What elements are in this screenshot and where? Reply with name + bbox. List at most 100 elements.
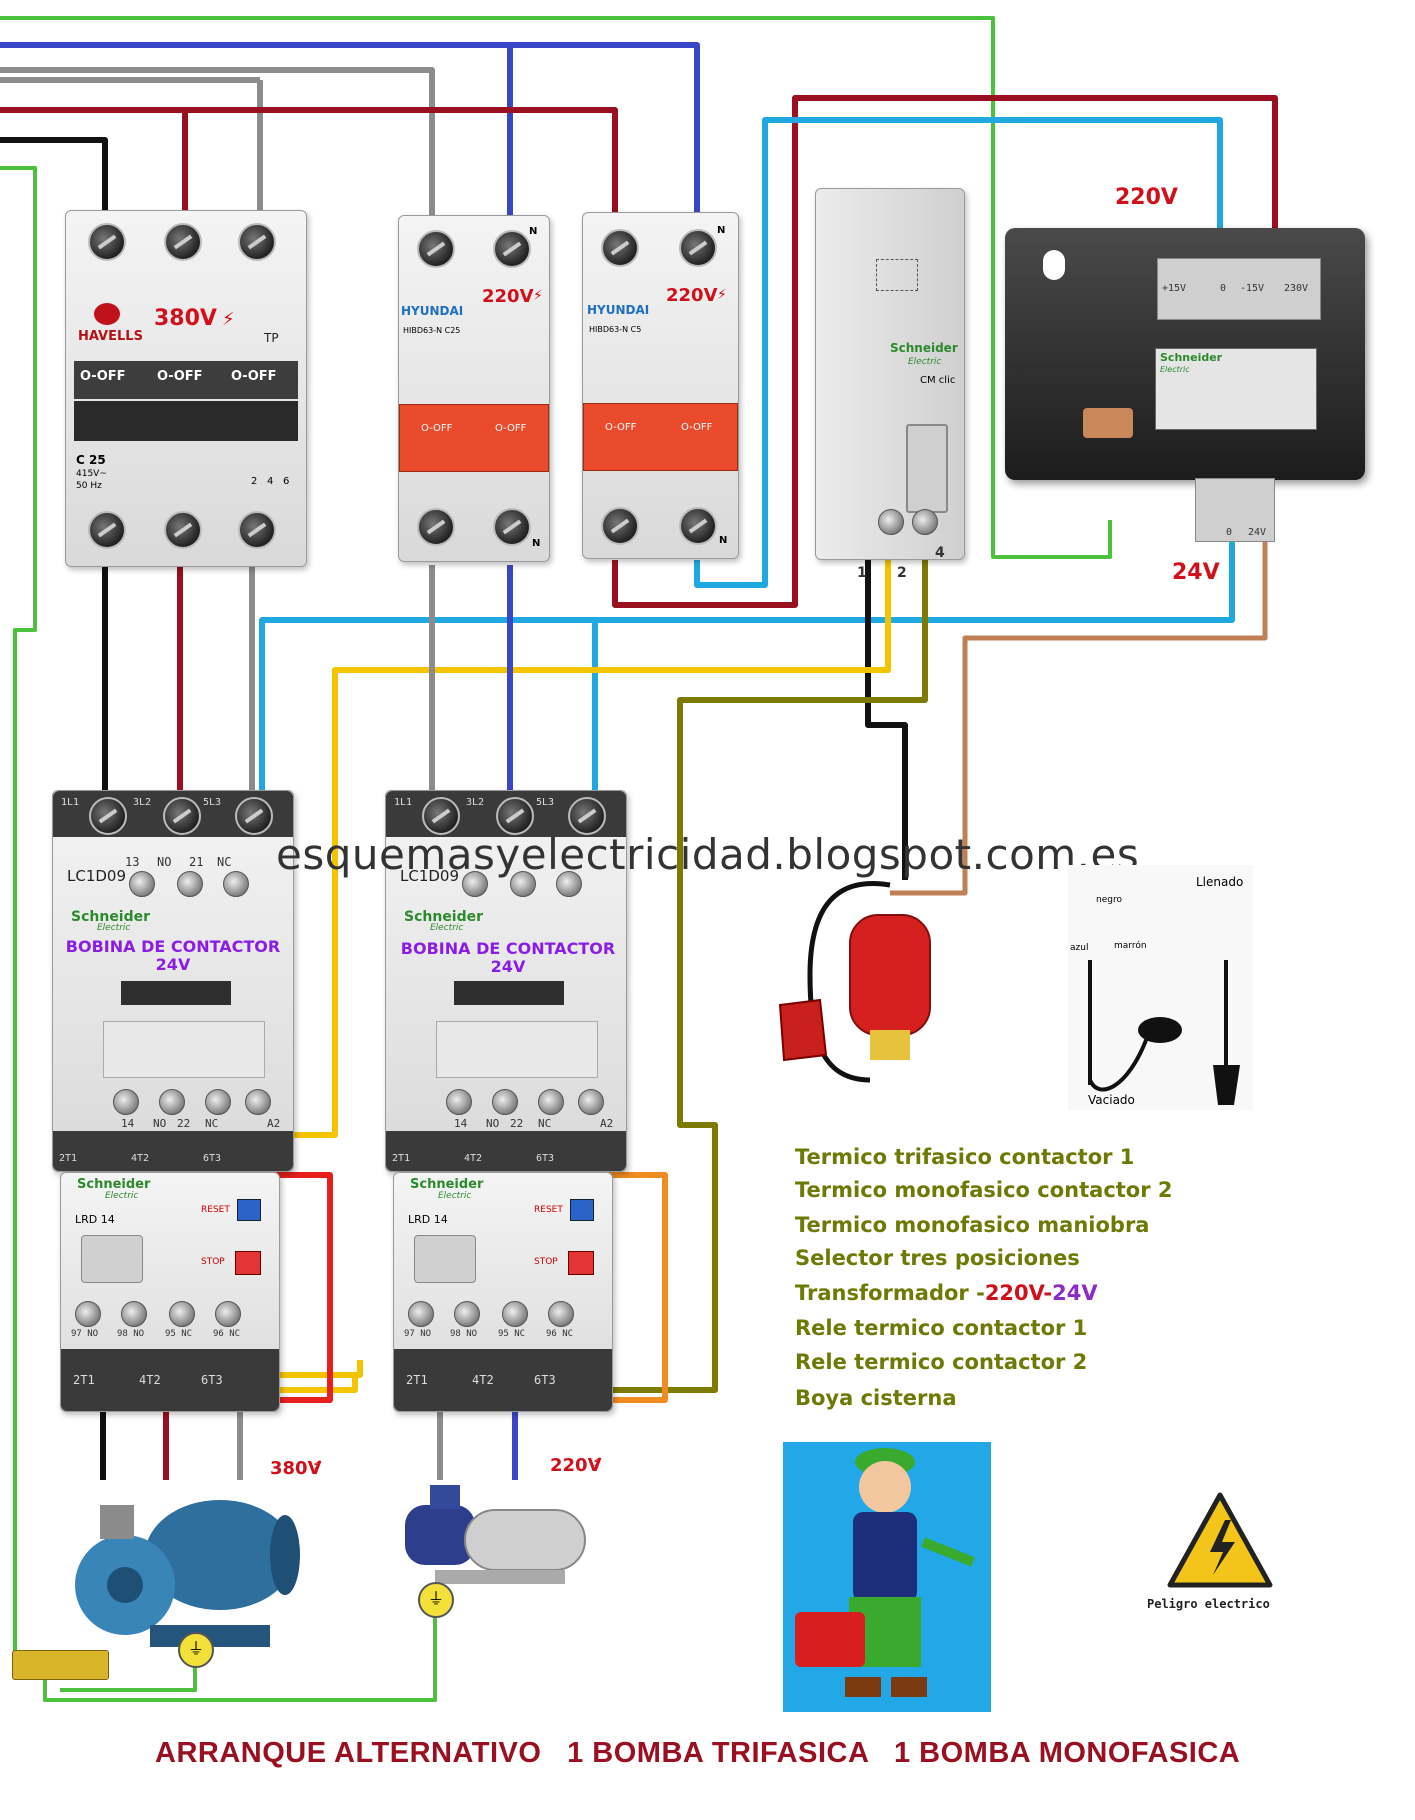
selector-terminal-1: 1: [857, 565, 867, 581]
switch-handle[interactable]: [74, 401, 298, 441]
terminal-screw: [422, 797, 460, 835]
breaker-voltage: 380V: [154, 306, 217, 331]
wire-black-float: [865, 555, 908, 880]
watermark-url: esquemasyelectricidad.blogspot.com.es: [276, 830, 1140, 879]
lightning-icon: ⚡: [533, 288, 543, 304]
legend-item-2: Termico monofasico contactor 2: [795, 1178, 1173, 1202]
pole-number: 2: [251, 476, 258, 487]
aux-label: 22: [510, 1117, 524, 1130]
selector-knob[interactable]: [906, 424, 948, 513]
wire-ground-top: [0, 16, 1112, 559]
legend-item-5: Transformador -220V-24V: [795, 1281, 1098, 1305]
adjust-dial[interactable]: [414, 1235, 476, 1283]
contact-label: 98 NO: [117, 1329, 145, 1339]
terminal-screw: [164, 511, 202, 549]
terminal-label: 2T1: [59, 1153, 78, 1164]
terminal-screw: [75, 1301, 101, 1327]
stop-label: STOP: [534, 1257, 558, 1267]
mount-hole: [1043, 250, 1065, 280]
switch-label: O-OFF: [681, 422, 713, 433]
neutral-mark: N: [719, 535, 728, 546]
neutral-mark: N: [532, 538, 541, 549]
thermal-relay-1: Schneider Electric LRD 14 RESET STOP 97 …: [60, 1172, 280, 1412]
stop-button[interactable]: [235, 1251, 261, 1275]
legend-item-8: Boya cisterna: [795, 1386, 957, 1410]
terminal-screw: [679, 229, 717, 267]
aux-label: NO: [157, 855, 172, 869]
relay-brand: Schneider: [77, 1177, 151, 1192]
terminal-label: 5L3: [203, 797, 222, 808]
breaker-voltage: 220V: [482, 286, 534, 307]
reset-button[interactable]: [570, 1199, 594, 1221]
ground-symbol-icon: ⏚: [178, 1632, 214, 1668]
float-switch-icon: [778, 881, 931, 1083]
wire-cyan-control: [694, 117, 1223, 588]
terminal-label: 4T2: [139, 1373, 161, 1387]
ground-terminal: [1083, 408, 1133, 438]
lightning-icon: ⚡: [312, 1458, 322, 1474]
terminal-label: 1L1: [394, 797, 413, 808]
breaker-brand: HAVELLS: [78, 329, 143, 344]
aux-label: NO: [153, 1117, 167, 1130]
wire-label: negro: [1096, 895, 1122, 905]
motor1-voltage: 380V: [270, 1458, 322, 1479]
contactor-model: LC1D09: [67, 867, 127, 885]
switch-handle[interactable]: [399, 404, 549, 472]
contactor-2: 1L1 3L2 5L3 LC1D09 Schneider Electric 14…: [385, 790, 627, 1172]
aux-label: 14: [121, 1117, 135, 1130]
terminal-screw: [159, 1089, 185, 1115]
wire-brown-float: [890, 540, 1268, 896]
out-terminal-strip: [61, 1349, 279, 1411]
terminal-screw: [417, 508, 455, 546]
terminal-screw: [538, 1089, 564, 1115]
contactor-window: [121, 981, 231, 1005]
pole-number: 6: [283, 476, 290, 487]
terminal-label: 3L2: [466, 797, 485, 808]
reset-button[interactable]: [237, 1199, 261, 1221]
selector-brand: Schneider: [890, 341, 958, 355]
stop-button[interactable]: [568, 1251, 594, 1275]
terminal-screw: [548, 1301, 574, 1327]
terminal-label: 4T2: [472, 1373, 494, 1387]
selector-switch[interactable]: Schneider Electric CM clic: [815, 188, 965, 560]
danger-warning-icon: [1167, 1492, 1273, 1588]
terminal-label: 2T1: [73, 1373, 95, 1387]
contactor-window: [454, 981, 564, 1005]
switch-bar[interactable]: [74, 361, 298, 399]
switch-label: O-OFF: [495, 423, 527, 434]
float-operation-diagram: Llenado negro azul marrón Vaciado: [1068, 865, 1253, 1110]
contact-label: 95 NC: [165, 1329, 193, 1339]
terminal-screw: [493, 230, 531, 268]
output-terminal-block: 0 24V: [1195, 478, 1275, 542]
aux-label: NC: [538, 1117, 552, 1130]
contactor-sub: Electric: [97, 923, 131, 933]
breaker-model: HIBD63-N C25: [403, 326, 461, 335]
contact-label: 96 NC: [213, 1329, 241, 1339]
wire-black-l1: [0, 137, 108, 215]
selector-terminal-4: 4: [935, 545, 945, 561]
aux-label: 13: [125, 855, 140, 869]
terminal-screw: [912, 509, 938, 535]
wire-gray-phase: [0, 67, 435, 215]
contactor-body-panel: [103, 1021, 265, 1078]
electrician-icon: [795, 1448, 975, 1697]
selector-diagram-icon: [876, 259, 918, 291]
terminal-label: 0: [1226, 527, 1233, 538]
breaker-brand: HYUNDAI: [587, 303, 650, 317]
stop-label: STOP: [201, 1257, 225, 1267]
terminal-screw: [492, 1089, 518, 1115]
wire-red-control: [612, 95, 1278, 608]
terminal-screw: [215, 1301, 241, 1327]
adjust-dial[interactable]: [81, 1235, 143, 1283]
switch-handle[interactable]: [583, 403, 738, 471]
terminal-screw: [235, 797, 273, 835]
switch-label: O-OFF: [231, 369, 277, 384]
relay-sub: Electric: [105, 1191, 139, 1201]
terminal-label: 0: [1220, 283, 1227, 294]
terminal-label: 4T2: [464, 1153, 483, 1164]
electrician-illustration: [783, 1442, 991, 1712]
terminal-label: 5L3: [536, 797, 555, 808]
terminal-label: 2T1: [406, 1373, 428, 1387]
transformer: +15V 0 -15V 230V Schneider Electric: [1005, 228, 1365, 480]
neutral-mark: N: [717, 225, 726, 236]
